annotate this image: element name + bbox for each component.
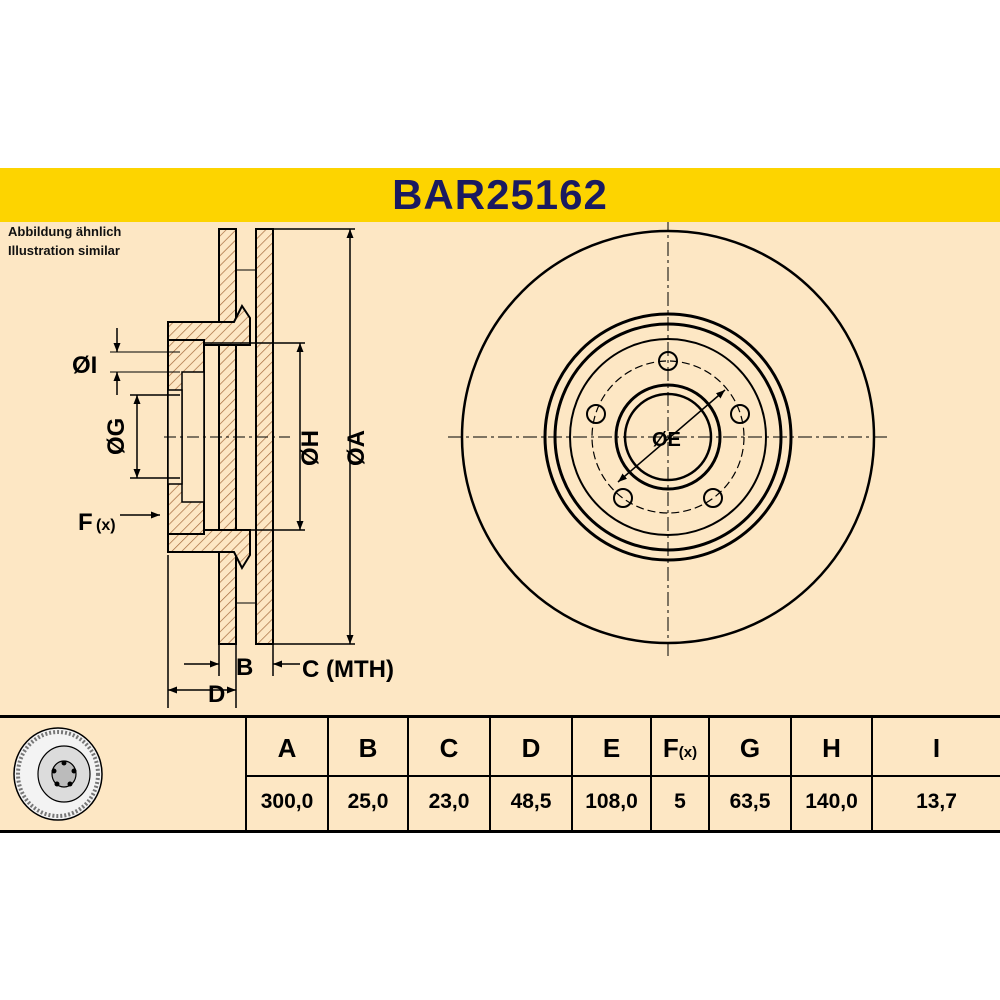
drawing-panel: Abbildung ähnlich Illustration similar [0, 222, 1000, 715]
label-f: F [78, 509, 93, 536]
label-dia-i: ØI [72, 352, 97, 379]
technical-drawing: ØI ØG F (x) ØH ØA B C (MTH) D [72, 222, 888, 708]
table-column-d: D 48,5 [489, 718, 571, 830]
disc-thumbnail [13, 727, 103, 821]
table-value: 140,0 [805, 790, 858, 813]
illustration-note: Abbildung ähnlich Illustration similar [8, 222, 121, 260]
table-column-g: G 63,5 [708, 718, 790, 830]
label-dia-g: ØG [103, 418, 130, 455]
front-view [448, 222, 888, 657]
note-line-2: Illustration similar [8, 243, 120, 258]
bolt-hole-2 [730, 404, 750, 424]
table-header: G [710, 718, 790, 777]
label-b: B [236, 654, 253, 681]
label-c-mth: C (MTH) [302, 656, 394, 683]
table-value: 23,0 [428, 790, 470, 813]
side-section-view [110, 228, 290, 645]
table-header: I [873, 718, 1000, 777]
table-column-a: A 300,0 [245, 718, 327, 830]
table-value: 13,7 [916, 790, 957, 813]
table-header: C [409, 718, 489, 777]
table-column-h: H 140,0 [790, 718, 871, 830]
table-column-b: B 25,0 [327, 718, 407, 830]
table-header: F(x) [652, 718, 708, 777]
dimension-lines [113, 228, 355, 708]
table-header: E [573, 718, 650, 777]
table-column-f: F(x) 5 [650, 718, 708, 830]
part-number-title: BAR25162 [392, 171, 608, 218]
label-dia-a: ØA [343, 430, 370, 466]
label-dia-e: ØE [652, 429, 681, 451]
table-value: 108,0 [585, 790, 638, 813]
note-line-1: Abbildung ähnlich [8, 224, 122, 239]
table-header: A [247, 718, 327, 777]
table-value: 25,0 [347, 790, 389, 813]
bolt-hole-5 [586, 404, 606, 424]
table-column-i: I 13,7 [871, 718, 1000, 830]
bolt-hole-4 [613, 488, 633, 508]
table-header: B [329, 718, 407, 777]
label-d: D [208, 681, 225, 708]
bolt-hole-3 [703, 488, 723, 508]
table-value: 5 [674, 790, 686, 813]
table-value: 63,5 [729, 790, 771, 813]
table-value: 48,5 [510, 790, 552, 813]
label-dia-h: ØH [297, 430, 324, 466]
label-f-sub: (x) [96, 517, 116, 534]
table-column-e: E 108,0 [571, 718, 650, 830]
table-value: 300,0 [260, 790, 314, 813]
table-header: H [792, 718, 871, 777]
title-banner: BAR25162 [0, 168, 1000, 222]
table-header: D [491, 718, 571, 777]
table-column-c: C 23,0 [407, 718, 489, 830]
dimension-table: A 300,0 B 25,0 C 23,0 D 48,5 E 108,0 F(x) 5 G 63,5 H 14… [0, 715, 1000, 833]
table-header-suffix: (x) [678, 744, 698, 761]
